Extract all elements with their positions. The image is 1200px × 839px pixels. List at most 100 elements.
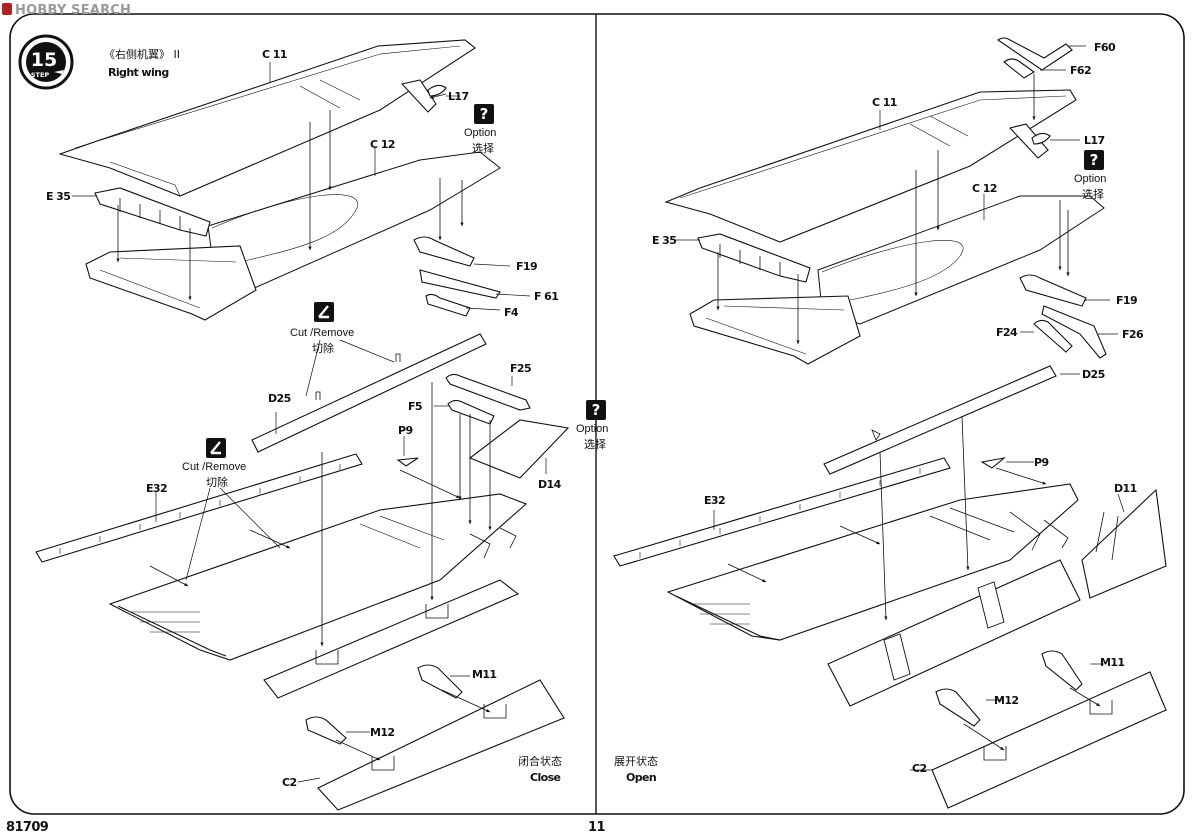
left-cut-scissors-icon-1 — [314, 302, 334, 322]
right-label-f24: F24 — [996, 326, 1018, 339]
right-label-p9: P9 — [1034, 456, 1049, 469]
left-label-e32: E32 — [146, 482, 168, 495]
left-d25-part — [251, 333, 487, 453]
right-c12-lower-skin — [817, 195, 1105, 325]
left-cut-cn-2: 切除 — [206, 476, 228, 489]
left-cut-scissors-icon-2 — [206, 438, 226, 458]
right-c11-upper-skin — [664, 89, 1077, 243]
left-cut-en-1: Cut /Remove — [290, 327, 355, 339]
step-label: STEP — [31, 71, 50, 79]
right-label-e35: E 35 — [652, 234, 677, 247]
right-top-assembly — [664, 37, 1107, 365]
left-f19-part — [413, 236, 475, 267]
right-f26-part — [1041, 305, 1107, 359]
right-label-e32: E32 — [704, 494, 726, 507]
right-f19-part — [1019, 274, 1087, 307]
left-label-f4: F4 — [504, 306, 519, 319]
left-c2-flap — [317, 679, 565, 811]
left-l17-part — [400, 79, 437, 113]
page-number: 11 — [588, 820, 606, 835]
right-label-d11: D11 — [1114, 482, 1137, 495]
left-option-question-mark-icon: ? — [474, 104, 494, 124]
left-state-cn: 闭合状态 — [518, 755, 562, 768]
right-f62-part — [1003, 58, 1036, 79]
page-frame — [9, 13, 1185, 815]
left-option-cn: 选择 — [472, 142, 494, 155]
left-f25-part — [445, 373, 531, 411]
left-p9-part — [396, 457, 419, 467]
left-state-en: Close — [530, 771, 561, 784]
right-e35-rib — [697, 233, 811, 283]
left-label-d14: D14 — [538, 478, 561, 491]
left-bottom-assembly — [35, 333, 570, 811]
left-top-assembly — [58, 39, 501, 321]
left-m11-part — [417, 664, 463, 699]
right-p9-part — [980, 457, 1006, 469]
right-label-c12: C 12 — [972, 182, 997, 195]
left-f61-part — [419, 269, 501, 299]
step-number: 15 — [31, 49, 57, 71]
left-c11-upper-skin — [58, 39, 476, 197]
left-label-c2: C2 — [282, 776, 297, 789]
left-cut-cn-1: 切除 — [312, 342, 334, 355]
right-state-en: Open — [626, 771, 657, 784]
right-e32-part — [613, 457, 951, 567]
right-c2-flap — [931, 671, 1167, 809]
right-label-c2: C2 — [912, 762, 927, 775]
left-label-f5: F5 — [408, 400, 423, 413]
right-f60-part — [997, 37, 1073, 71]
left-label-l17: L17 — [448, 90, 469, 103]
right-label-f19: F19 — [1116, 294, 1138, 307]
right-top-guides — [716, 74, 1070, 345]
left-label-c11: C 11 — [262, 48, 287, 61]
right-option-cn: 选择 — [1082, 188, 1104, 201]
left-label-c12: C 12 — [370, 138, 395, 151]
left-flap-1 — [263, 579, 520, 699]
right-label-f60: F60 — [1094, 41, 1116, 54]
left-f4-part — [425, 293, 471, 317]
left-label-m11: M11 — [472, 668, 497, 681]
left-main-wing — [108, 493, 528, 661]
right-main-wing — [666, 483, 1079, 641]
left-wing-tray — [85, 245, 257, 321]
left-label-e35: E 35 — [46, 190, 71, 203]
right-option-question-mark-icon: ? — [1084, 150, 1104, 170]
left-d14-part — [468, 419, 570, 479]
right-label-m12: M12 — [994, 694, 1019, 707]
left-label-p9: P9 — [398, 424, 413, 437]
left-e32-part — [35, 453, 363, 563]
right-label-d25: D25 — [1082, 368, 1105, 381]
right-bottom-guides — [727, 415, 1101, 751]
center-option-cn: 选择 — [584, 438, 606, 451]
left-title-cn: 《右侧机翼》 II — [104, 48, 180, 61]
left-top-guides — [116, 93, 464, 301]
center-option-question-mark-icon: ? — [586, 400, 606, 420]
left-title-en: Right wing — [108, 66, 169, 79]
left-option-en: Option — [464, 127, 497, 139]
left-label-f19: F19 — [516, 260, 538, 273]
watermark: HOBBY SEARCH — [2, 3, 131, 18]
right-bottom-assembly — [613, 365, 1167, 809]
hobby-search-logo-icon — [2, 3, 12, 15]
right-d25-part — [823, 365, 1057, 475]
left-label-m12: M12 — [370, 726, 395, 739]
left-e35-rib — [94, 187, 211, 237]
left-label-f61: F 61 — [534, 290, 559, 303]
right-option-en: Option — [1074, 173, 1107, 185]
left-f5-part — [447, 399, 495, 425]
right-d11-part — [1081, 488, 1167, 599]
left-cut-en-2: Cut /Remove — [182, 461, 247, 473]
right-l17-part — [1008, 123, 1049, 159]
right-wing-tray — [689, 295, 861, 365]
right-state-cn: 展开状态 — [614, 755, 658, 768]
center-option-en: Option — [576, 423, 609, 435]
right-m11-part — [1041, 650, 1083, 691]
left-bottom-guides — [149, 382, 492, 761]
right-label-m11: M11 — [1100, 656, 1125, 669]
left-label-d25: D25 — [268, 392, 291, 405]
left-m12-part — [305, 716, 347, 745]
kit-number: 81709 — [6, 820, 49, 835]
right-f24-part — [1033, 319, 1073, 353]
step-badge-icon: 15 STEP — [18, 34, 74, 90]
